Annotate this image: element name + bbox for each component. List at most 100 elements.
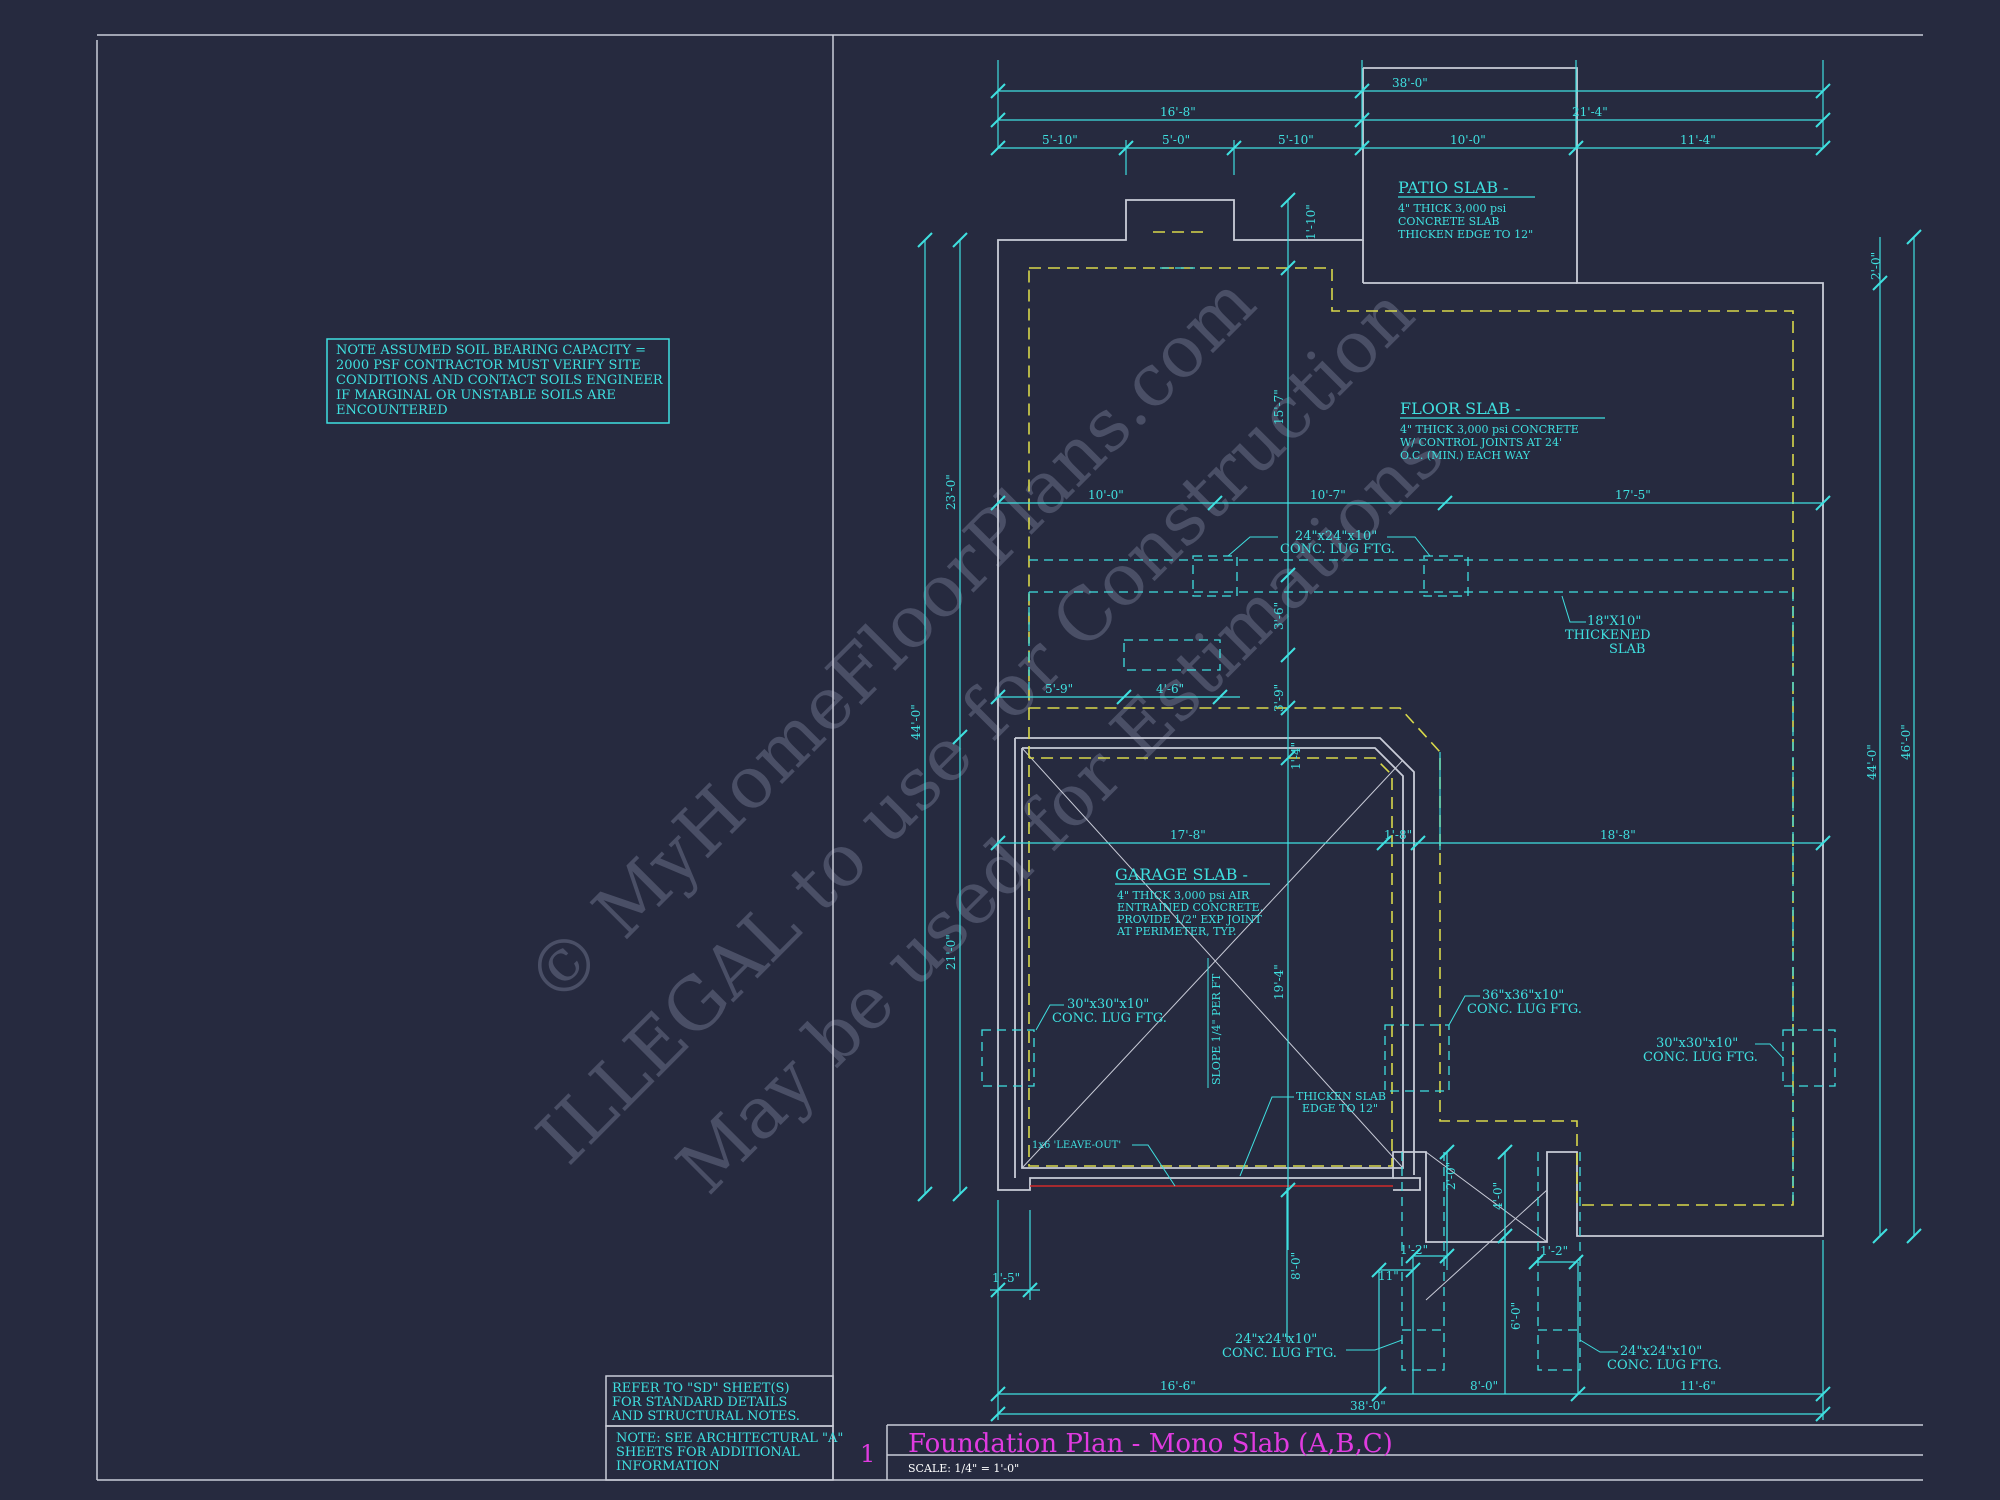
svg-text:SLOPE 1/4" PER FT: SLOPE 1/4" PER FT xyxy=(1210,973,1223,1085)
svg-text:CONC. LUG FTG.: CONC. LUG FTG. xyxy=(1280,542,1395,557)
floor-slab-note: FLOOR SLAB - 4" THICK 3,000 psi CONCRETE… xyxy=(1400,399,1605,462)
svg-text:ENCOUNTERED: ENCOUNTERED xyxy=(336,403,448,418)
svg-text:CONC. LUG FTG.: CONC. LUG FTG. xyxy=(1467,1002,1582,1017)
svg-text:1'-2": 1'-2" xyxy=(1400,1243,1428,1257)
garage-x-lines xyxy=(1021,747,1548,1301)
svg-text:38'-0": 38'-0" xyxy=(1350,1399,1386,1413)
svg-text:AND STRUCTURAL NOTES.: AND STRUCTURAL NOTES. xyxy=(611,1409,800,1424)
svg-text:24"x24"x10": 24"x24"x10" xyxy=(1235,1332,1317,1347)
svg-text:5'-10": 5'-10" xyxy=(1278,133,1314,147)
svg-text:2'-0": 2'-0" xyxy=(1869,252,1883,280)
svg-text:44'-0": 44'-0" xyxy=(909,704,923,740)
svg-text:17'-5": 17'-5" xyxy=(1615,488,1651,502)
svg-text:REFER TO "SD" SHEET(S): REFER TO "SD" SHEET(S) xyxy=(612,1381,790,1396)
patio-slab-note: PATIO SLAB - 4" THICK 3,000 psi CONCRETE… xyxy=(1398,178,1535,241)
svg-text:17'-8": 17'-8" xyxy=(1170,828,1206,842)
garage-wall xyxy=(1014,737,1415,1178)
svg-text:CONC. LUG FTG.: CONC. LUG FTG. xyxy=(1607,1358,1722,1373)
svg-text:3'-6": 3'-6" xyxy=(1272,602,1286,630)
svg-text:GARAGE SLAB -: GARAGE SLAB - xyxy=(1115,865,1248,884)
svg-text:30"x30"x10": 30"x30"x10" xyxy=(1067,997,1149,1012)
svg-text:W/ CONTROL JOINTS AT 24': W/ CONTROL JOINTS AT 24' xyxy=(1400,436,1562,449)
sheet-title: Foundation Plan - Mono Slab (A,B,C) xyxy=(908,1429,1393,1459)
svg-text:CONC. LUG FTG.: CONC. LUG FTG. xyxy=(1643,1050,1758,1065)
svg-text:11'-6": 11'-6" xyxy=(1680,1379,1716,1393)
svg-text:AT PERIMETER, TYP.: AT PERIMETER, TYP. xyxy=(1116,925,1236,938)
svg-text:CONC. LUG FTG.: CONC. LUG FTG. xyxy=(1052,1011,1167,1026)
dimension-labels: 38'-0" 16'-8" 21'-4" 5'-10" 5'-0" 5'-10"… xyxy=(909,76,1913,1413)
svg-text:4" THICK 3,000 psi CONCRETE: 4" THICK 3,000 psi CONCRETE xyxy=(1400,423,1579,436)
sheet-number: 1 xyxy=(860,1440,875,1468)
svg-text:1'-4": 1'-4" xyxy=(1289,742,1303,770)
svg-text:SLAB: SLAB xyxy=(1609,642,1645,657)
svg-text:SHEETS FOR ADDITIONAL: SHEETS FOR ADDITIONAL xyxy=(616,1445,800,1460)
slab-edge-dashed xyxy=(1028,231,1794,1206)
svg-text:24"x24"x10": 24"x24"x10" xyxy=(1295,529,1377,544)
svg-text:INFORMATION: INFORMATION xyxy=(616,1459,720,1474)
svg-text:O.C. (MIN.) EACH WAY: O.C. (MIN.) EACH WAY xyxy=(1400,449,1531,462)
svg-text:PATIO SLAB -: PATIO SLAB - xyxy=(1398,178,1509,197)
footing-callouts: 24"x24"x10" CONC. LUG FTG. 18"X10" THICK… xyxy=(1032,529,1784,1373)
arch-note-line: NOTE: SEE ARCHITECTURAL "A" xyxy=(616,1431,843,1446)
svg-text:11'-4": 11'-4" xyxy=(1680,133,1716,147)
svg-text:FOR STANDARD DETAILS: FOR STANDARD DETAILS xyxy=(612,1395,787,1410)
svg-text:21'-0": 21'-0" xyxy=(944,934,958,970)
sheet-scale: SCALE: 1/4" = 1'-0" xyxy=(908,1462,1019,1475)
dimension-lines xyxy=(924,60,1915,1420)
svg-text:ENTRAINED CONCRETE.: ENTRAINED CONCRETE. xyxy=(1117,901,1263,914)
svg-text:5'-9": 5'-9" xyxy=(1045,682,1073,696)
svg-text:CONDITIONS AND CONTACT SOILS E: CONDITIONS AND CONTACT SOILS ENGINEER xyxy=(336,373,664,388)
svg-text:10'-0": 10'-0" xyxy=(1088,488,1124,502)
sheet-border xyxy=(96,34,1923,1481)
slab-outline xyxy=(997,67,1824,1243)
refer-note: REFER TO "SD" SHEET(S) FOR STANDARD DETA… xyxy=(605,1375,843,1481)
svg-text:FLOOR SLAB -: FLOOR SLAB - xyxy=(1400,399,1520,418)
svg-text:THICKENED: THICKENED xyxy=(1565,628,1651,643)
svg-text:10'-7": 10'-7" xyxy=(1310,488,1346,502)
svg-text:THICKEN SLAB: THICKEN SLAB xyxy=(1296,1090,1386,1103)
svg-text:1'-8": 1'-8" xyxy=(1384,828,1412,842)
soil-bearing-note: NOTE ASSUMED SOIL BEARING CAPACITY = 200… xyxy=(326,338,670,424)
svg-text:3'-9": 3'-9" xyxy=(1272,684,1286,712)
svg-text:NOTE ASSUMED SOIL BEARING CAPA: NOTE ASSUMED SOIL BEARING CAPACITY = xyxy=(336,343,646,358)
garage-slab-note: GARAGE SLAB - 4" THICK 3,000 psi AIR ENT… xyxy=(1115,865,1270,938)
svg-text:30"x30"x10": 30"x30"x10" xyxy=(1656,1036,1738,1051)
svg-text:44'-0": 44'-0" xyxy=(1865,744,1879,780)
svg-text:CONC. LUG FTG.: CONC. LUG FTG. xyxy=(1222,1346,1337,1361)
svg-text:5'-0": 5'-0" xyxy=(1162,133,1190,147)
svg-text:8'-0": 8'-0" xyxy=(1470,1379,1498,1393)
svg-text:4" THICK 3,000 psi: 4" THICK 3,000 psi xyxy=(1398,202,1507,215)
svg-text:2000 PSF CONTRACTOR MUST VERIF: 2000 PSF CONTRACTOR MUST VERIFY SITE xyxy=(336,358,641,373)
svg-text:16'-8": 16'-8" xyxy=(1160,105,1196,119)
watermark-line-2: ILLEGAL to use for Construction xyxy=(521,271,1430,1180)
svg-text:IF MARGINAL OR UNSTABLE SOILS: IF MARGINAL OR UNSTABLE SOILS ARE xyxy=(336,388,616,403)
title-block: 1 Foundation Plan - Mono Slab (A,B,C) SC… xyxy=(860,1429,1393,1475)
svg-text:4'-6": 4'-6" xyxy=(1156,682,1184,696)
svg-text:18'-8": 18'-8" xyxy=(1600,828,1636,842)
svg-text:23'-0": 23'-0" xyxy=(944,474,958,510)
svg-text:1'-10": 1'-10" xyxy=(1304,204,1318,240)
svg-text:15'-7": 15'-7" xyxy=(1272,389,1286,425)
svg-text:21'-4": 21'-4" xyxy=(1572,105,1608,119)
svg-text:4" THICK 3,000 psi AIR: 4" THICK 3,000 psi AIR xyxy=(1117,889,1250,902)
svg-text:24"x24"x10": 24"x24"x10" xyxy=(1620,1344,1702,1359)
svg-text:46'-0": 46'-0" xyxy=(1899,724,1913,760)
svg-text:36"x36"x10": 36"x36"x10" xyxy=(1482,988,1564,1003)
svg-text:18"X10": 18"X10" xyxy=(1587,614,1641,629)
svg-text:19'-4": 19'-4" xyxy=(1272,964,1286,1000)
svg-text:1x6 'LEAVE-OUT': 1x6 'LEAVE-OUT' xyxy=(1032,1140,1121,1151)
svg-text:16'-6": 16'-6" xyxy=(1160,1379,1196,1393)
svg-text:CONCRETE SLAB: CONCRETE SLAB xyxy=(1398,215,1500,228)
svg-text:EDGE TO 12": EDGE TO 12" xyxy=(1302,1102,1378,1115)
svg-text:11": 11" xyxy=(1378,1269,1399,1283)
svg-text:5'-10": 5'-10" xyxy=(1042,133,1078,147)
svg-text:2'-0": 2'-0" xyxy=(1444,1162,1458,1190)
svg-text:PROVIDE 1/2" EXP JOINT: PROVIDE 1/2" EXP JOINT xyxy=(1117,913,1263,926)
svg-text:THICKEN EDGE TO 12": THICKEN EDGE TO 12" xyxy=(1398,228,1533,241)
svg-text:10'-0": 10'-0" xyxy=(1450,133,1486,147)
svg-text:38'-0": 38'-0" xyxy=(1392,76,1428,90)
svg-text:6'-0": 6'-0" xyxy=(1509,1302,1523,1330)
svg-text:1'-5": 1'-5" xyxy=(992,1271,1020,1285)
svg-text:4'-0": 4'-0" xyxy=(1491,1182,1505,1210)
